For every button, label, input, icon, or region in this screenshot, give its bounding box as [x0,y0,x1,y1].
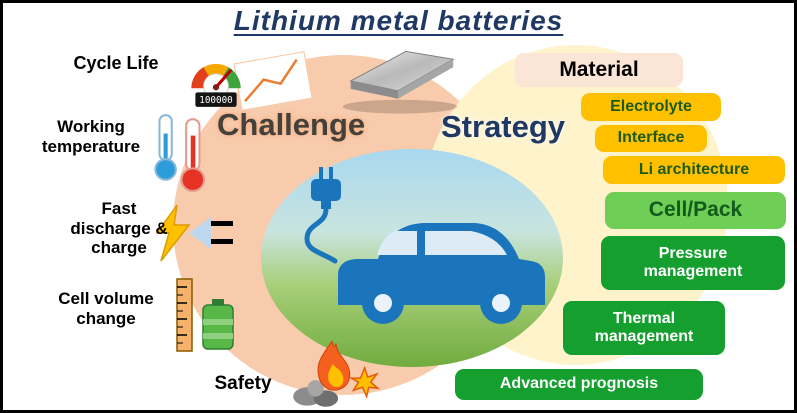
strategy-material-label: Material [515,53,683,87]
car-body [338,223,545,324]
strategy-item-cell-pack: Cell/Pack [605,192,786,229]
strategy-item-interface: Interface [595,125,707,152]
electric-car-illustration [304,167,545,324]
gauge-icon: 100000 [191,63,241,107]
challenge-item-cycle-life: Cycle Life [73,53,159,73]
chart-sheet-icon [233,51,313,111]
fire-icon [293,340,381,407]
challenge-item-working-temperature: Working temperature [41,117,141,156]
pouch-cell-icon [342,50,458,114]
challenge-item-fast-discharge-charge: Fast discharge & charge [70,199,168,258]
strategy-item-li-architecture: Li architecture [603,156,785,184]
strategy-item-advanced-prognosis: Advanced prognosis [455,369,703,400]
lightning-icon [155,204,233,262]
ruler-battery-icon [176,278,234,352]
thermometer-icon [154,114,206,192]
challenge-heading: Challenge [217,107,366,142]
challenge-item-safety: Safety [214,373,272,394]
strategy-heading: Strategy [441,109,566,144]
gauge-reading: 100000 [199,95,232,106]
strategy-item-thermal-management: Thermal management [563,301,725,355]
page-title: Lithium metal batteries [233,5,564,36]
strategy-item-pressure-management: Pressure management [601,236,785,290]
power-plug-icon [304,167,341,264]
challenge-item-cell-volume-change: Cell volume change [58,289,154,328]
strategy-item-electrolyte: Electrolyte [581,93,721,121]
